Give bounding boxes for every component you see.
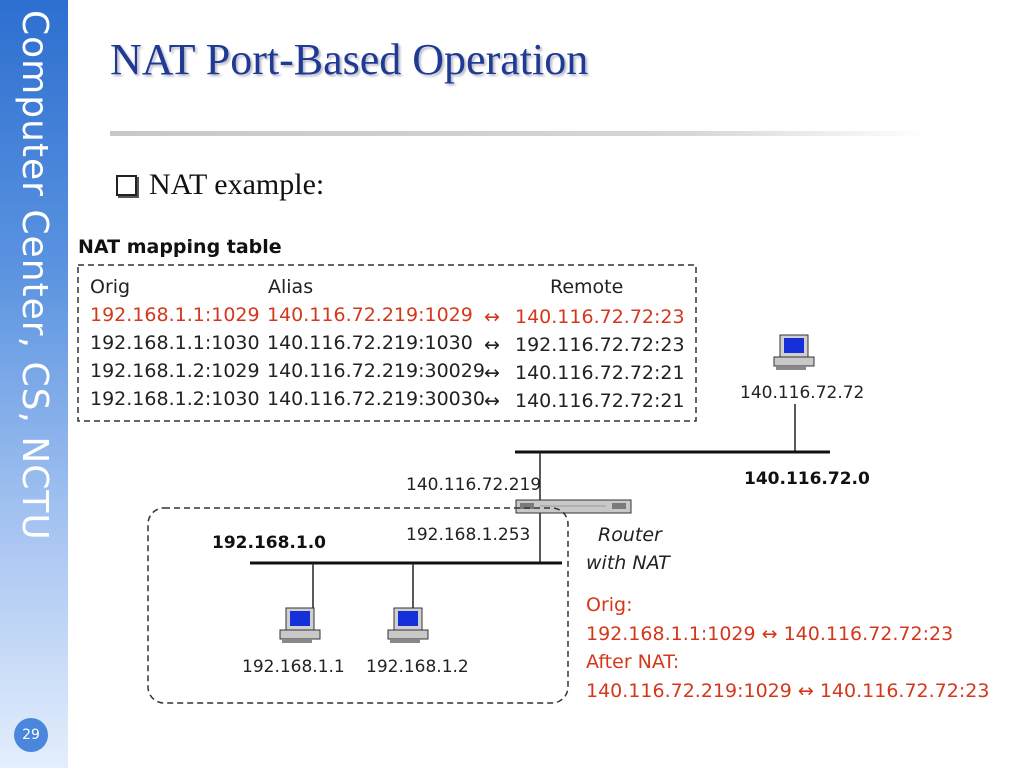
sidebar-title: Computer Center, CS, NCTU <box>14 10 55 541</box>
title-divider <box>110 131 930 136</box>
table-cell-orig: 192.168.1.1:1030 <box>90 332 260 354</box>
router-icon <box>515 499 632 514</box>
page-number: 29 <box>14 718 48 752</box>
bullet-text: NAT example: <box>149 168 325 201</box>
router-label-line2: with NAT <box>586 552 671 574</box>
table-arrow: ↔ <box>484 306 500 328</box>
table-cell-alias: 140.116.72.219:30029 <box>267 360 485 382</box>
translation-after-value: 140.116.72.219:1029 ↔ 140.116.72.72:23 <box>586 680 989 702</box>
table-cell-alias: 140.116.72.219:30030 <box>267 388 485 410</box>
public-network-label: 140.116.72.0 <box>744 469 870 489</box>
table-border <box>77 264 697 422</box>
translation-after-label: After NAT: <box>586 651 679 673</box>
host1-ip: 192.168.1.1 <box>242 657 345 677</box>
checkbox-bullet-icon <box>116 174 137 196</box>
sidebar: Computer Center, CS, NCTU 29 <box>0 0 68 768</box>
private-network-boundary <box>147 507 569 704</box>
table-cell-remote: 192.116.72.72:23 <box>515 334 685 356</box>
slide-title: NAT Port-Based Operation <box>110 35 589 84</box>
table-cell-alias: 140.116.72.219:1030 <box>267 332 473 354</box>
remote-host-ip: 140.116.72.72 <box>740 383 864 403</box>
table-header-remote: Remote <box>550 276 623 298</box>
translation-orig-label: Orig: <box>586 594 633 616</box>
table-cell-alias: 140.116.72.219:1029 <box>267 304 473 326</box>
table-cell-orig: 192.168.1.2:1030 <box>90 388 260 410</box>
host1-computer-icon <box>279 607 321 644</box>
table-arrow: ↔ <box>484 334 500 356</box>
table-arrow: ↔ <box>484 362 500 384</box>
table-arrow: ↔ <box>484 390 500 412</box>
table-cell-remote: 140.116.72.72:21 <box>515 362 685 384</box>
table-cell-remote: 140.116.72.72:21 <box>515 390 685 412</box>
private-network-label: 192.168.1.0 <box>212 533 326 553</box>
router-public-ip: 140.116.72.219 <box>406 475 541 495</box>
remote-host-computer-icon <box>773 334 815 371</box>
table-header-alias: Alias <box>268 276 313 298</box>
host2-ip: 192.168.1.2 <box>366 657 469 677</box>
table-header-orig: Orig <box>90 276 130 298</box>
table-cell-orig: 192.168.1.1:1029 <box>90 304 260 326</box>
router-private-ip: 192.168.1.253 <box>406 525 530 545</box>
bullet-item: NAT example: <box>116 168 324 202</box>
router-label-line1: Router <box>598 524 663 546</box>
table-cell-orig: 192.168.1.2:1029 <box>90 360 260 382</box>
table-title: NAT mapping table <box>78 236 282 258</box>
translation-orig-value: 192.168.1.1:1029 ↔ 140.116.72.72:23 <box>586 623 953 645</box>
table-cell-remote: 140.116.72.72:23 <box>515 306 685 328</box>
host2-computer-icon <box>387 607 429 644</box>
